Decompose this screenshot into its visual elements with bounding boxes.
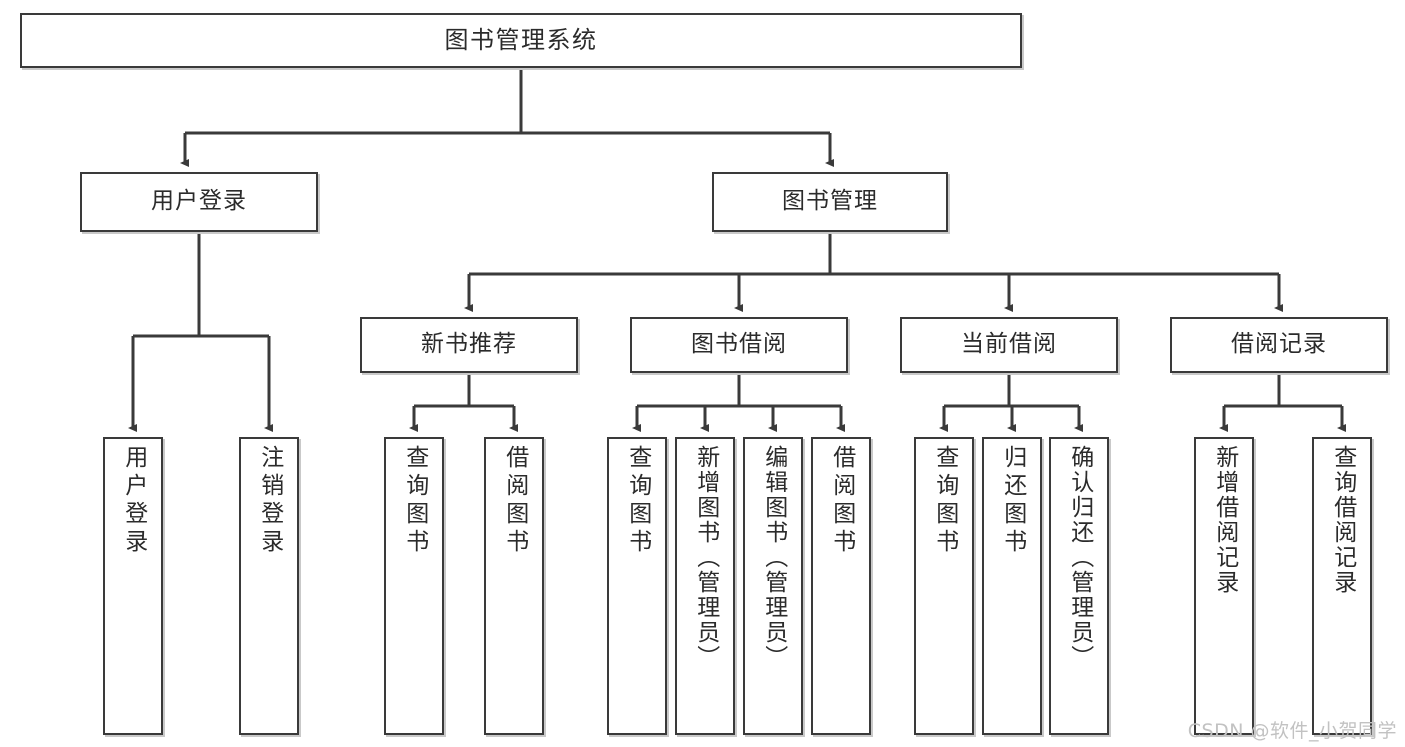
leaf-user-login[interactable]: 用户登录 bbox=[103, 437, 163, 735]
leaf-borrow-query-book-label: 查询图书 bbox=[624, 445, 651, 557]
leaf-newbook-borrow-book[interactable]: 借阅图书 bbox=[484, 437, 544, 735]
leaf-current-return-book[interactable]: 归还图书 bbox=[982, 437, 1042, 735]
leaf-borrow-edit-book-label: 编辑图书（管理员） bbox=[760, 445, 787, 670]
leaf-borrow-query-book[interactable]: 查询图书 bbox=[607, 437, 667, 735]
watermark-text: CSDN @软件_小贺同学 bbox=[1187, 720, 1397, 742]
leaf-current-confirm-return-label: 确认归还（管理员） bbox=[1066, 445, 1093, 670]
leaf-newbook-query-book-label: 查询图书 bbox=[401, 445, 428, 557]
leaf-records-add-label: 新增借阅记录 bbox=[1211, 445, 1238, 595]
leaf-records-add[interactable]: 新增借阅记录 bbox=[1194, 437, 1254, 735]
leaf-borrow-add-book-label: 新增图书（管理员） bbox=[692, 445, 719, 670]
node-current-borrow[interactable]: 当前借阅 bbox=[900, 317, 1118, 373]
node-root-label: 图书管理系统 bbox=[444, 26, 598, 55]
node-current-borrow-label: 当前借阅 bbox=[961, 331, 1057, 358]
leaf-records-query-label: 查询借阅记录 bbox=[1329, 445, 1356, 595]
node-book-borrow[interactable]: 图书借阅 bbox=[630, 317, 848, 373]
node-user-login[interactable]: 用户登录 bbox=[80, 172, 318, 232]
leaf-logout-label: 注销登录 bbox=[256, 445, 283, 557]
leaf-current-query-book[interactable]: 查询图书 bbox=[914, 437, 974, 735]
node-user-login-label: 用户登录 bbox=[151, 188, 247, 215]
leaf-records-query[interactable]: 查询借阅记录 bbox=[1312, 437, 1372, 735]
node-book-management[interactable]: 图书管理 bbox=[712, 172, 948, 232]
node-new-book-recommend[interactable]: 新书推荐 bbox=[360, 317, 578, 373]
leaf-newbook-query-book[interactable]: 查询图书 bbox=[384, 437, 444, 735]
node-root[interactable]: 图书管理系统 bbox=[20, 13, 1022, 68]
node-book-management-label: 图书管理 bbox=[782, 188, 878, 215]
leaf-logout[interactable]: 注销登录 bbox=[239, 437, 299, 735]
node-book-borrow-label: 图书借阅 bbox=[691, 331, 787, 358]
node-borrow-records-label: 借阅记录 bbox=[1231, 331, 1327, 358]
node-new-book-recommend-label: 新书推荐 bbox=[421, 331, 517, 358]
leaf-current-return-book-label: 归还图书 bbox=[999, 445, 1026, 557]
leaf-current-query-book-label: 查询图书 bbox=[931, 445, 958, 557]
node-borrow-records[interactable]: 借阅记录 bbox=[1170, 317, 1388, 373]
leaf-user-login-label: 用户登录 bbox=[120, 445, 147, 557]
leaf-borrow-borrow-book-label: 借阅图书 bbox=[828, 445, 855, 557]
leaf-borrow-edit-book[interactable]: 编辑图书（管理员） bbox=[743, 437, 803, 735]
leaf-borrow-borrow-book[interactable]: 借阅图书 bbox=[811, 437, 871, 735]
leaf-newbook-borrow-book-label: 借阅图书 bbox=[501, 445, 528, 557]
leaf-current-confirm-return[interactable]: 确认归还（管理员） bbox=[1049, 437, 1109, 735]
leaf-borrow-add-book[interactable]: 新增图书（管理员） bbox=[675, 437, 735, 735]
